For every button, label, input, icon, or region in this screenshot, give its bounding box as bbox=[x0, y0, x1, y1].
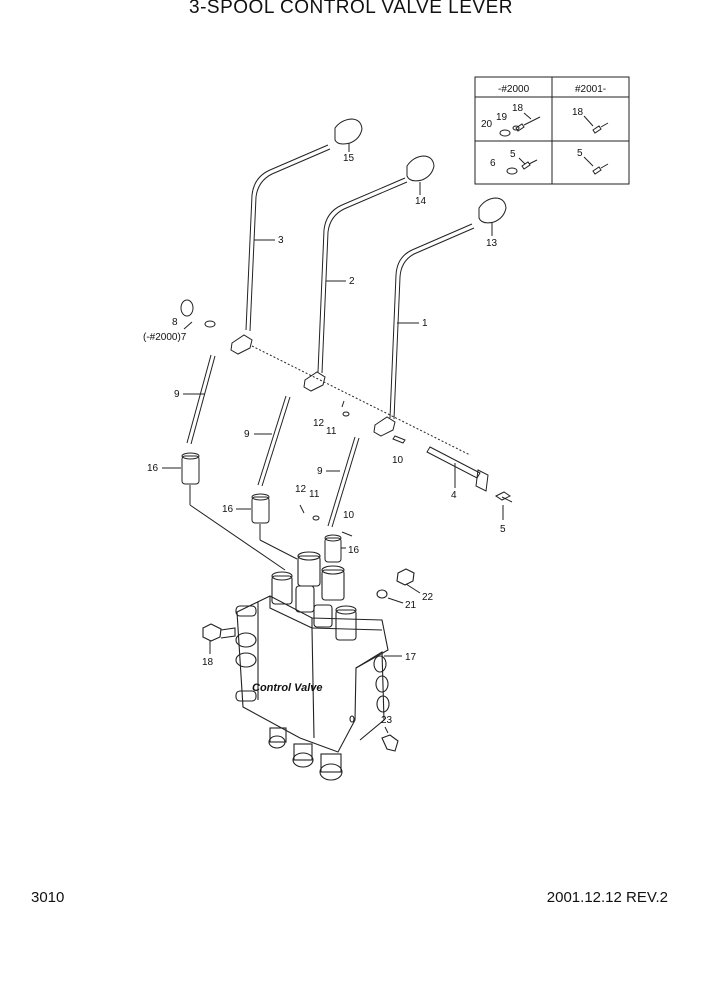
callout-2: 2 bbox=[349, 276, 355, 287]
table-label: 20 bbox=[481, 119, 493, 130]
callout-21: 21 bbox=[405, 600, 417, 611]
lever-3 bbox=[230, 118, 363, 355]
table-header-early: -#2000 bbox=[498, 84, 530, 95]
table-label: 6 bbox=[490, 158, 496, 169]
table-label: 19 bbox=[496, 112, 508, 123]
callout-18: 18 bbox=[202, 657, 214, 668]
callout-9: 9 bbox=[317, 466, 323, 477]
callout-12: 12 bbox=[313, 418, 325, 429]
table-label: 18 bbox=[572, 107, 584, 118]
table-header-late: #2001- bbox=[575, 84, 606, 95]
parts-variant-table bbox=[474, 76, 630, 185]
callout-10: 10 bbox=[392, 455, 404, 466]
lever-shaft bbox=[180, 299, 513, 503]
page-number: 3010 bbox=[31, 889, 65, 906]
table-bolt-icon bbox=[499, 112, 609, 175]
callout-4: 4 bbox=[451, 490, 457, 501]
callout-13: 13 bbox=[486, 238, 498, 249]
link-rods bbox=[186, 354, 360, 528]
table-label: 18 bbox=[512, 103, 524, 114]
callout-7: (-#2000)7 bbox=[143, 332, 187, 343]
lever-1 bbox=[373, 197, 507, 437]
callout-14: 14 bbox=[415, 196, 427, 207]
revision-date: 2001.12.12 REV.2 bbox=[546, 889, 668, 906]
control-valve-label: Control Valve bbox=[252, 682, 323, 694]
callout-16: 16 bbox=[348, 545, 360, 556]
table-label: 5 bbox=[577, 148, 583, 159]
spool-sleeves bbox=[181, 452, 353, 563]
callout-5: 5 bbox=[500, 524, 506, 535]
callout-1: 1 bbox=[422, 318, 428, 329]
callout-8: 8 bbox=[172, 317, 178, 328]
callout-16: 16 bbox=[222, 504, 234, 515]
callout-11: 11 bbox=[309, 489, 320, 500]
callout-16: 16 bbox=[147, 463, 159, 474]
callout-3: 3 bbox=[278, 235, 284, 246]
callout-11: 11 bbox=[326, 426, 337, 437]
callout-15: 15 bbox=[343, 153, 355, 164]
callout-12: 12 bbox=[295, 484, 307, 495]
lever-2 bbox=[303, 155, 435, 392]
control-valve-body bbox=[202, 551, 415, 781]
callout-17: 17 bbox=[405, 652, 417, 663]
table-label: 5 bbox=[510, 149, 516, 160]
page-title: 3-SPOOL CONTROL VALVE LEVER bbox=[189, 0, 513, 18]
callout-10: 10 bbox=[343, 510, 355, 521]
callout-leaders bbox=[162, 143, 504, 734]
callout-22: 22 bbox=[422, 592, 434, 603]
callout-23: 23 bbox=[381, 715, 393, 726]
callout-9: 9 bbox=[174, 389, 180, 400]
callout-9: 9 bbox=[244, 429, 250, 440]
